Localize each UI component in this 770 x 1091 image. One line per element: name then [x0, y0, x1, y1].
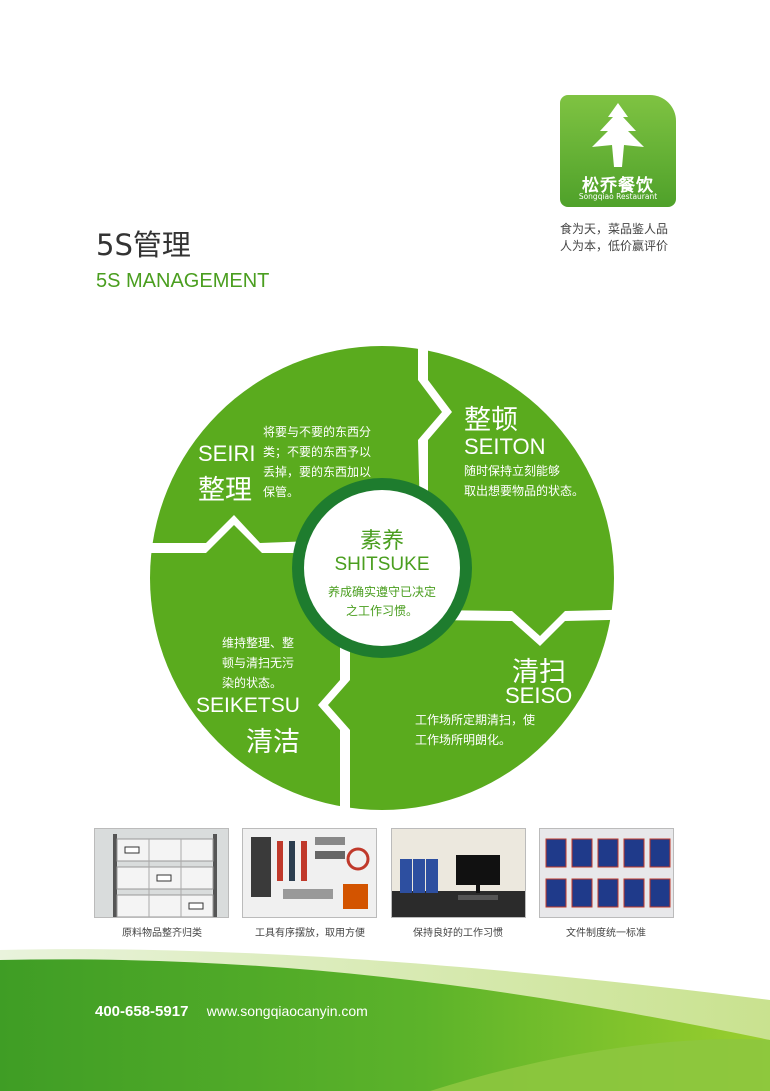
- seiketsu-desc-line: 染的状态。: [222, 676, 283, 690]
- pine-tree-icon: [592, 103, 644, 167]
- shitsuke-desc-line: 之工作习惯。: [345, 604, 418, 618]
- shitsuke-desc: 养成确实遵守已决定 之工作习惯。: [302, 583, 462, 621]
- photo-tool-board: [242, 828, 377, 918]
- footer-wave-band: [0, 949, 770, 1091]
- seiton-desc-line: 随时保持立刻能够: [464, 464, 561, 478]
- shitsuke-desc-line: 养成确实遵守已决定: [327, 585, 436, 599]
- seiketsu-desc-line: 顿与清扫无污: [222, 656, 295, 670]
- center-inner-disc: [304, 490, 460, 646]
- seiketsu-en: SEIKETSU: [196, 694, 300, 717]
- seiso-desc-line: 工作场所明朗化。: [415, 733, 512, 747]
- photo-work-desk: [391, 828, 526, 918]
- page-title: 5S管理: [96, 228, 191, 262]
- photo-document-boards: [539, 828, 674, 918]
- photo-caption: 工具有序摆放，取用方便: [255, 928, 365, 939]
- seiri-desc-line: 将要与不要的东西分: [263, 425, 372, 439]
- seiketsu-cn: 清洁: [246, 727, 300, 757]
- seiton-desc: 随时保持立刻能够 取出想要物品的状态。: [464, 461, 604, 501]
- document-boards-image: [540, 829, 673, 917]
- work-desk-image: [392, 829, 525, 917]
- seiketsu-desc-line: 维持整理、整: [222, 636, 295, 650]
- storage-racks-image: [95, 829, 228, 917]
- seiso-desc: 工作场所定期清扫，使 工作场所明朗化。: [415, 710, 585, 750]
- photo-storage-racks: [94, 828, 229, 918]
- shitsuke-cn: 素养: [359, 529, 404, 554]
- slogan-line-2: 人为本，低价赢评价: [560, 239, 669, 253]
- page-subtitle: 5S MANAGEMENT: [96, 270, 270, 292]
- seiton-cn: 整顿: [464, 405, 518, 435]
- footer-website[interactable]: www.songqiaocanyin.com: [206, 1003, 368, 1019]
- seiketsu-desc: 维持整理、整 顿与清扫无污 染的状态。: [222, 633, 322, 693]
- seiso-desc-line: 工作场所定期清扫，使: [415, 713, 536, 727]
- tool-board-image: [243, 829, 376, 917]
- seiri-desc-line: 丢掉，要的东西加以: [263, 465, 372, 479]
- logo-name: 松乔餐饮: [582, 176, 654, 196]
- seiri-desc-line: 类；不要的东西予以: [263, 445, 372, 459]
- brand-logo: 松乔餐饮 Songqiao Restaurant: [560, 95, 676, 207]
- seiton-en: SEITON: [464, 434, 546, 459]
- seiri-en: SEIRI: [198, 441, 256, 466]
- shitsuke-en: SHITSUKE: [334, 554, 430, 575]
- photo-caption: 原料物品整齐归类: [122, 928, 202, 939]
- photo-caption: 保持良好的工作习惯: [413, 928, 503, 939]
- segment-seiri: [150, 346, 442, 543]
- seiso-cn: 清扫: [512, 657, 566, 687]
- seiri-desc-line: 保管。: [263, 485, 300, 499]
- seiri-desc: 将要与不要的东西分 类；不要的东西予以 丢掉，要的东西加以 保管。: [263, 422, 393, 502]
- photo-caption: 文件制度统一标准: [566, 928, 646, 939]
- slogan-line-1: 食为天，菜品鉴人品: [560, 222, 669, 236]
- seiri-cn: 整理: [198, 475, 252, 505]
- footer-contact: 400-658-5917 www.songqiaocanyin.com: [95, 1003, 368, 1020]
- logo-subtitle: Songqiao Restaurant: [578, 192, 658, 201]
- footer-phone: 400-658-5917: [95, 1003, 189, 1020]
- seiton-desc-line: 取出想要物品的状态。: [464, 484, 585, 498]
- seiso-en: SEISO: [505, 683, 573, 708]
